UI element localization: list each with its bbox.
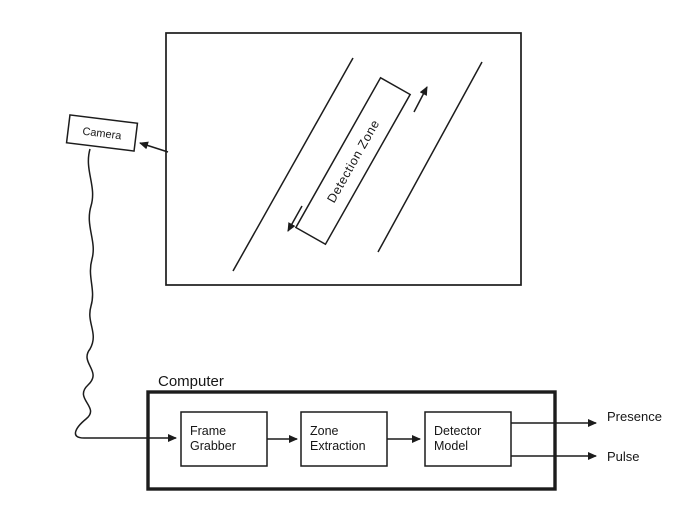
camera-cable — [74, 148, 94, 439]
detector-model-label-line1: Detector — [434, 424, 481, 438]
camera-box — [65, 114, 139, 152]
frame-grabber-label-line1: Frame — [190, 424, 226, 438]
road-line-right — [377, 61, 483, 253]
camera-view-arrow — [139, 141, 169, 153]
road-line-left — [232, 57, 354, 272]
camera-group: Camera — [65, 114, 139, 152]
computer-label: Computer — [158, 373, 224, 390]
detector-model-label-line2: Model — [434, 439, 468, 453]
traffic-arrow-up — [413, 86, 428, 113]
zone-extraction-box — [300, 411, 388, 467]
scene-frame — [165, 32, 522, 286]
zone-extraction-label-line1: Zone — [310, 424, 339, 438]
pulse-label: Pulse — [607, 449, 640, 464]
camera-label: Camera — [82, 126, 123, 143]
detector-model-box — [424, 411, 512, 467]
frame-grabber-label-line2: Grabber — [190, 439, 236, 453]
zone-extraction-label-line2: Extraction — [310, 439, 366, 453]
detection-zone-box — [294, 76, 412, 246]
detection-zone-group: Detection Zone — [294, 76, 412, 246]
presence-label: Presence — [607, 409, 662, 424]
computer-outline — [146, 390, 557, 491]
traffic-arrow-down — [287, 205, 303, 232]
